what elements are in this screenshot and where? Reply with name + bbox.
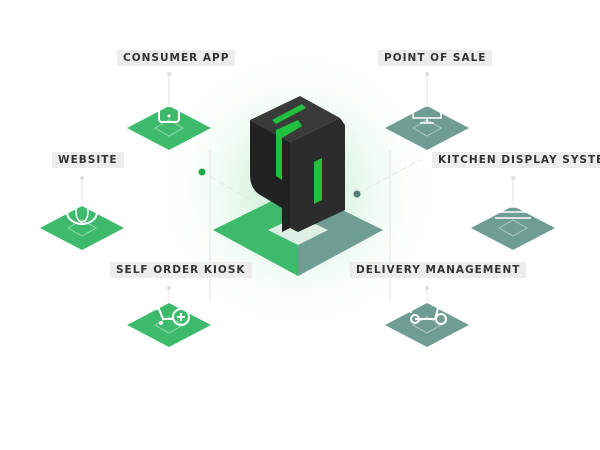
globe-icon bbox=[66, 201, 98, 225]
label-self-order-kiosk: SELF ORDER KIOSK bbox=[110, 262, 252, 278]
connector-dot bbox=[353, 190, 361, 198]
mobile-app-icon bbox=[158, 105, 180, 123]
node-website[interactable] bbox=[40, 201, 124, 250]
logo-cube-icon bbox=[250, 96, 345, 232]
connector-dot bbox=[198, 168, 206, 176]
label-consumer-app: CONSUMER APP bbox=[117, 50, 236, 66]
cart-plus-icon bbox=[153, 308, 190, 326]
label-point-of-sale: POINT OF SALE bbox=[378, 50, 493, 66]
label-kitchen-display-system: KITCHEN DISPLAY SYSTEM bbox=[432, 152, 600, 168]
node-self-order-kiosk[interactable] bbox=[127, 303, 211, 347]
display-icon bbox=[495, 206, 531, 219]
node-diamond bbox=[40, 206, 124, 250]
label-website: WEBSITE bbox=[52, 152, 124, 168]
scooter-icon bbox=[410, 304, 447, 325]
node-diamond bbox=[385, 303, 469, 347]
node-diamond bbox=[385, 106, 469, 150]
node-kitchen-display-system[interactable] bbox=[471, 206, 555, 250]
label-delivery-management: DELIVERY MANAGEMENT bbox=[350, 262, 527, 278]
node-delivery-management[interactable] bbox=[385, 303, 469, 347]
node-inner-outline bbox=[497, 219, 529, 237]
node-point-of-sale[interactable] bbox=[385, 105, 469, 150]
monitor-icon bbox=[412, 105, 442, 124]
node-consumer-app[interactable] bbox=[127, 105, 211, 150]
node-diamond bbox=[471, 206, 555, 250]
node-diamond bbox=[127, 106, 211, 150]
node-diamond bbox=[127, 303, 211, 347]
